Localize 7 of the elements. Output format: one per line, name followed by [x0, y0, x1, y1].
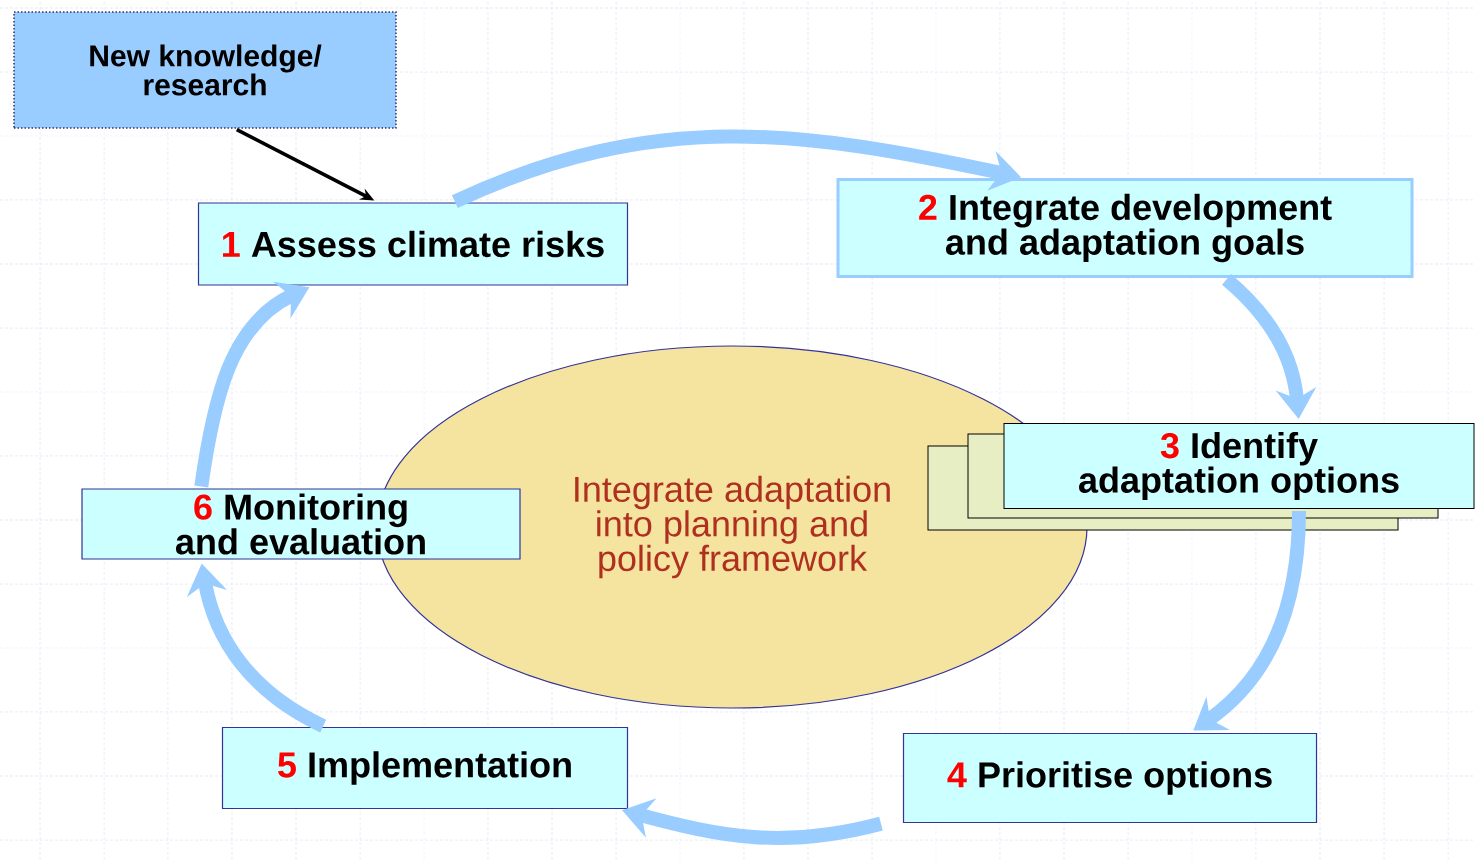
stacked-document: 3 Identify adaptation options: [927, 423, 1475, 531]
step-box: 1 Assess climate risks: [197, 202, 629, 286]
step-box: 4 Prioritise options: [902, 732, 1318, 824]
step-box: 6 Monitoring and evaluation: [81, 488, 521, 560]
step-box: 5 Implementation: [221, 726, 629, 810]
step-box: 2 Integrate development and adaptation goals: [836, 178, 1414, 278]
note-box: New knowledge/ research: [13, 11, 397, 129]
